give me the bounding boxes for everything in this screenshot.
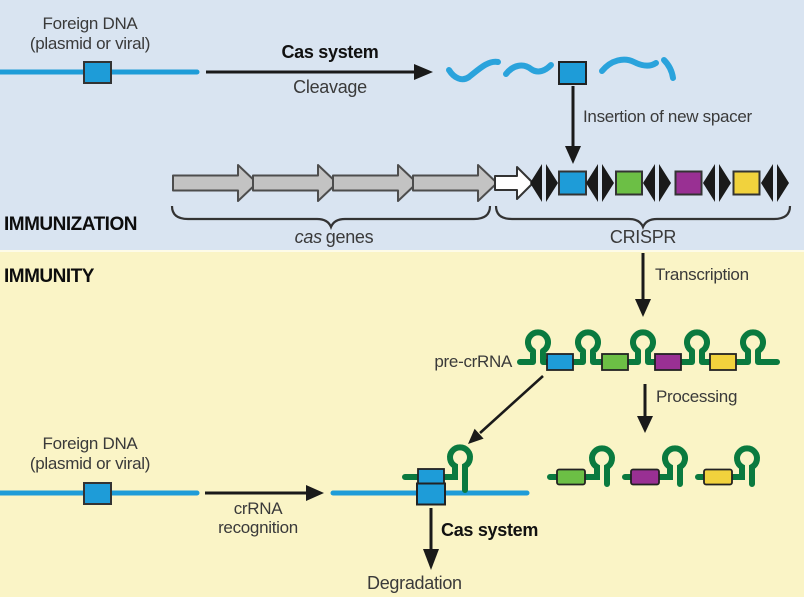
foreign-dna-label-bottom-line1: Foreign DNA — [42, 434, 138, 453]
target-protospacer-square — [416, 482, 446, 506]
processed-crrna-purple — [622, 445, 688, 487]
repeat-diamond-3 — [643, 164, 671, 202]
crrna-spacer-green — [556, 468, 586, 486]
cas-genes-brace — [170, 205, 492, 230]
immunity-section-background — [0, 250, 804, 597]
recognition-arrow — [205, 485, 324, 501]
repeat-half — [643, 164, 655, 202]
cleavage-arrow — [206, 64, 433, 80]
degradation-arrow — [423, 508, 439, 570]
repeat-half — [546, 164, 558, 202]
cas-gene-arrow-1 — [172, 164, 258, 202]
dna-fragment-1 — [446, 58, 501, 83]
processing-label: Processing — [656, 387, 738, 406]
transcription-label: Transcription — [655, 265, 749, 284]
immunization-heading: IMMUNIZATION — [4, 214, 137, 235]
crrna-recognition-label: crRNA recognition — [188, 499, 328, 537]
bound-crrna-backbone — [402, 444, 473, 493]
foreign-dna-label-top-line1: Foreign DNA — [42, 14, 138, 33]
repeat-half — [659, 164, 671, 202]
spacer-square-green — [615, 170, 643, 196]
processed-crrna-green — [547, 445, 615, 487]
pre-crrna-spacer-yellow — [709, 353, 737, 371]
foreign-dna-label-top: Foreign DNA (plasmid or viral) — [5, 14, 175, 54]
insertion-arrow — [565, 86, 581, 164]
immunization-section-background — [0, 0, 804, 250]
crispr-label: CRISPR — [609, 227, 677, 247]
crrna-loading-arrow-shaft — [479, 375, 544, 434]
degradation-label: Degradation — [367, 573, 462, 593]
pre-crrna-spacer-green — [601, 353, 629, 371]
transcription-arrowhead — [635, 299, 651, 317]
cas-gene-arrow-3 — [332, 164, 418, 202]
crrna-backbone — [695, 445, 760, 487]
protospacer-square-bottom — [83, 482, 112, 505]
crispr-array — [530, 164, 789, 202]
repeat-diamond-2 — [586, 164, 614, 202]
dna-fragment-4 — [661, 57, 676, 81]
dna-fragment-2 — [503, 62, 554, 77]
crrna-loading-arrow — [468, 375, 544, 444]
leader-arrow — [494, 166, 534, 200]
cas-gene-arrow-2 — [252, 164, 338, 202]
excised-protospacer-square — [558, 61, 587, 85]
crrna-backbone — [622, 445, 688, 487]
pre-crrna-strand — [517, 329, 780, 365]
pre-crrna-label: pre-crRNA — [434, 352, 512, 371]
pre-crrna-spacer-blue — [546, 353, 574, 371]
insertion-label: Insertion of new spacer — [583, 107, 752, 126]
cas-gene-arrows — [172, 164, 498, 202]
crispr-brace — [494, 205, 792, 230]
immunity-heading: IMMUNITY — [4, 266, 94, 287]
crrna-spacer-yellow — [703, 468, 733, 486]
processing-arrowhead — [637, 416, 653, 433]
spacer-square-blue — [558, 170, 587, 196]
recognition-arrowhead — [306, 485, 324, 501]
repeat-half — [719, 164, 731, 202]
processing-arrow — [637, 384, 653, 433]
bound-crrna-spacer-blue — [417, 468, 445, 485]
processed-crrna-yellow — [695, 445, 760, 487]
repeat-half — [703, 164, 715, 202]
pre-crrna-spacer-purple — [654, 353, 682, 371]
cleaved-dna-fragments — [446, 56, 676, 83]
foreign-dna-label-bottom-line2: (plasmid or viral) — [29, 454, 151, 473]
crrna-recognition-label-line1: crRNA — [233, 499, 283, 518]
crrna-recognition-label-line2: recognition — [218, 518, 298, 537]
repeat-half — [761, 164, 773, 202]
spacer-square-purple — [674, 170, 703, 196]
foreign-dna-label-top-line2: (plasmid or viral) — [29, 34, 151, 53]
repeat-half — [602, 164, 614, 202]
repeat-half — [777, 164, 789, 202]
cleavage-arrowhead — [414, 64, 433, 80]
insertion-arrowhead — [565, 146, 581, 164]
crrna-backbone — [547, 445, 615, 487]
spacer-square-yellow — [732, 170, 761, 196]
repeat-diamond-4 — [703, 164, 731, 202]
crrna-spacer-purple — [630, 468, 660, 486]
cas-genes-label-italic: cas — [294, 227, 322, 247]
foreign-dna-label-bottom: Foreign DNA (plasmid or viral) — [5, 434, 175, 474]
dna-fragment-3 — [599, 56, 659, 74]
degradation-arrowhead — [423, 549, 439, 570]
cas-genes-label-rest: genes — [325, 227, 374, 247]
repeat-half — [586, 164, 598, 202]
crrna-loading-arrowhead — [468, 428, 484, 444]
repeat-diamond-1 — [530, 164, 558, 202]
cas-system-label-top: Cas system — [281, 42, 379, 62]
repeat-half — [530, 164, 542, 202]
cas-gene-arrow-4 — [412, 164, 498, 202]
transcription-arrow — [635, 253, 651, 317]
cleavage-label: Cleavage — [293, 77, 367, 97]
repeat-diamond-5 — [761, 164, 789, 202]
cas-system-label-bottom: Cas system — [441, 520, 539, 540]
protospacer-square-top — [83, 61, 112, 84]
